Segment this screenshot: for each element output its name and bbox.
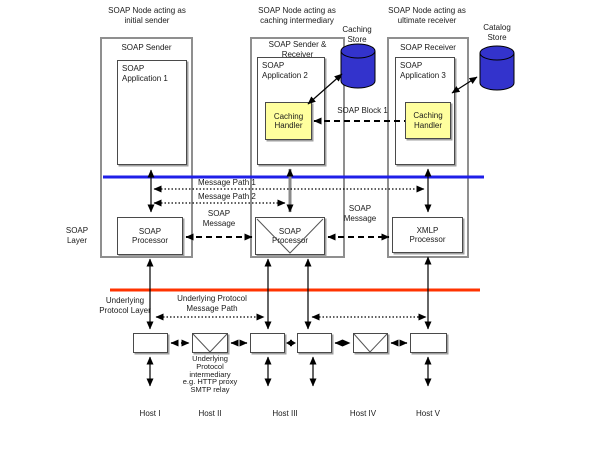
soap-application-1-label: SOAP Application 1 <box>122 64 168 83</box>
host3-protocol-box-a <box>250 333 285 353</box>
message-path-2-label: Message Path 2 <box>198 192 256 201</box>
host-2-label: Host II <box>198 409 222 418</box>
soap-block-1-label: SOAP Block 1 <box>337 106 388 115</box>
host2-intermediary-box <box>192 333 228 353</box>
node2-header: SOAP Node acting as caching intermediary <box>258 6 336 25</box>
host3-link-arrowheads <box>286 339 296 347</box>
node1-header: SOAP Node acting as initial sender <box>108 6 186 25</box>
message-path-1-label: Message Path 1 <box>198 178 256 187</box>
soap-application-2-label: SOAP Application 2 <box>262 61 308 80</box>
caching-handler-node2-box: Caching Handler <box>265 102 312 140</box>
soap-layer-label: SOAP Layer <box>65 226 89 245</box>
host5-protocol-box <box>410 333 447 353</box>
underlying-message-path-label: Underlying Protocol Message Path <box>177 294 247 313</box>
cylinder-top <box>479 45 515 61</box>
soap-processor-middle-box: SOAP Processor <box>255 217 325 255</box>
host-1-label: Host I <box>139 409 161 418</box>
caching-handler-node3-box: Caching Handler <box>405 102 451 139</box>
cylinder-body <box>479 53 515 91</box>
soap-message-left-label: SOAP Message <box>202 209 236 228</box>
node3-header: SOAP Node acting as ultimate receiver <box>388 6 466 25</box>
host-3-label: Host III <box>272 409 298 418</box>
host-4-label: Host IV <box>349 409 377 418</box>
caching-store-label: Caching Store <box>342 25 372 44</box>
node2-title: SOAP Sender & Receiver <box>268 40 327 59</box>
catalog-store-label: Catalog Store <box>483 23 511 42</box>
host4-intermediary-box <box>353 333 388 353</box>
soap-processor-left-box: SOAP Processor <box>117 217 183 255</box>
soap-message-right-label: SOAP Message <box>343 204 377 223</box>
xmlp-processor-box: XMLP Processor <box>392 217 463 253</box>
soap-application-3-label: SOAP Application 3 <box>400 61 446 80</box>
processor-host-arrows <box>146 256 432 330</box>
host1-protocol-box <box>133 333 168 353</box>
host3-protocol-box-b <box>297 333 332 353</box>
caching-store-cylinder-icon <box>340 43 376 89</box>
soap-application-1-box: SOAP Application 1 <box>117 60 187 165</box>
host-5-label: Host V <box>415 409 440 418</box>
underlying-protocol-layer-label: Underlying Protocol Layer <box>99 296 151 315</box>
node1-title: SOAP Sender <box>121 43 172 52</box>
catalog-store-cylinder-icon <box>479 45 515 91</box>
cylinder-top <box>340 43 376 59</box>
protocol-intermediary-label: Underlying Protocol intermediary e.g. HT… <box>182 354 238 395</box>
node3-title: SOAP Receiver <box>400 43 456 52</box>
